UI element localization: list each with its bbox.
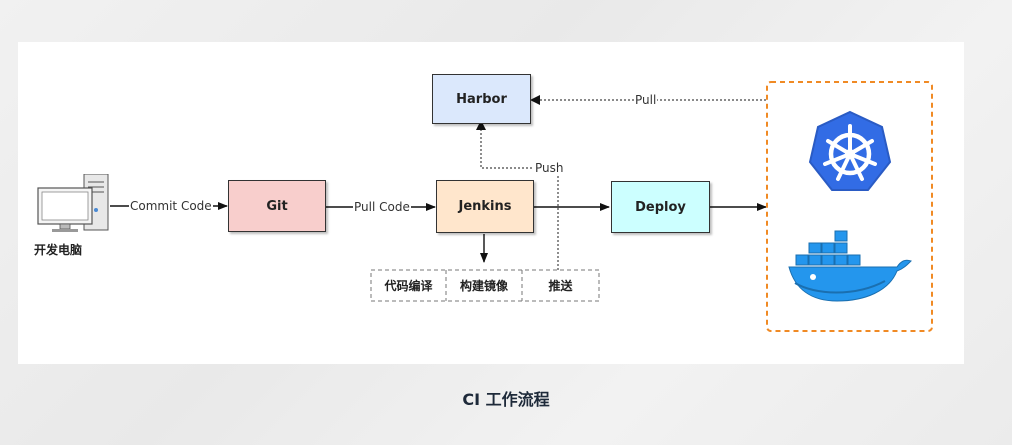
task-push: 推送 [548, 279, 573, 293]
developer-pc-label: 开发电脑 [34, 243, 83, 257]
commit-code-label: Commit Code [129, 199, 213, 213]
deploy-node: Deploy [611, 181, 710, 233]
pull-label: Pull [634, 93, 658, 107]
jenkins-node: Jenkins [436, 180, 534, 233]
diagram-caption: CI 工作流程 [462, 390, 550, 409]
pull-code-label: Pull Code [353, 200, 411, 214]
tasks-group [370, 269, 600, 302]
docker-icon [788, 230, 912, 302]
task-build-image: 构建镜像 [459, 279, 508, 293]
push-connector [480, 124, 559, 270]
harbor-node: Harbor [432, 74, 531, 124]
push-label: Push [534, 161, 565, 175]
runtime-group [766, 81, 933, 332]
git-node: Git [228, 180, 326, 232]
kubernetes-icon [808, 110, 892, 191]
desktop-computer-icon [37, 174, 109, 232]
task-compile: 代码编译 [384, 279, 433, 293]
